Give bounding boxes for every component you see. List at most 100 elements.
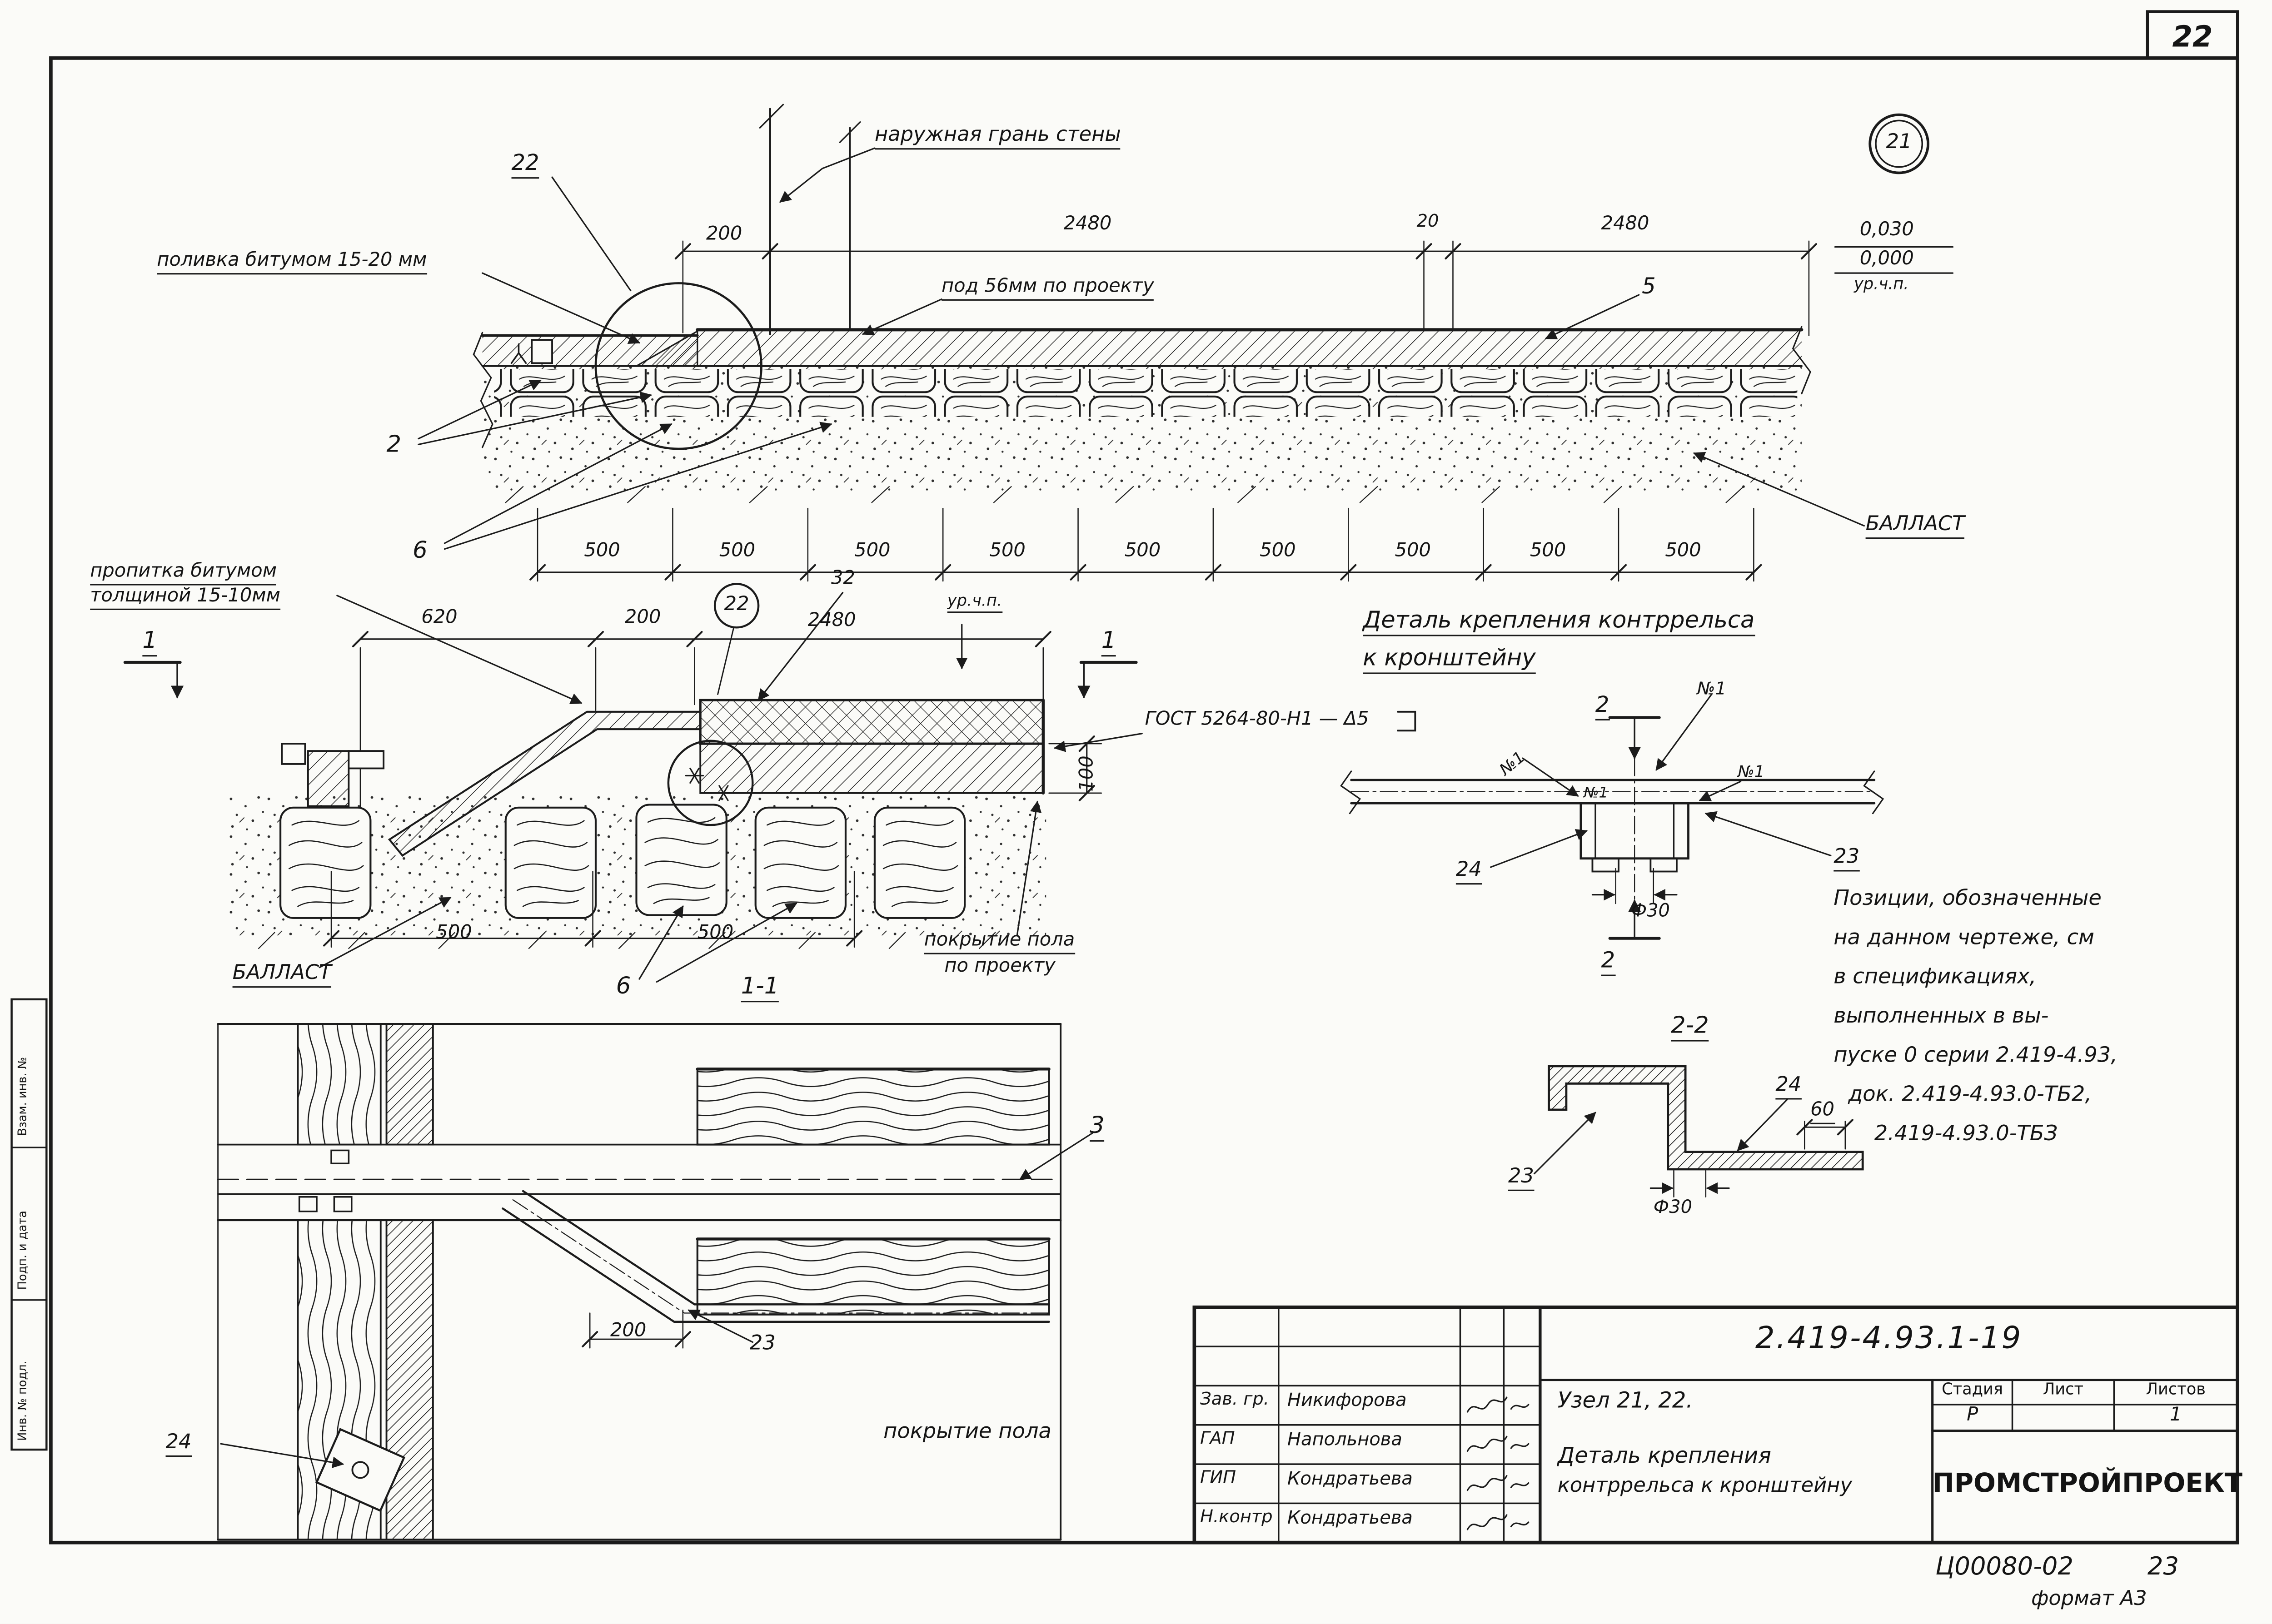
format-note: формат А3	[2031, 1587, 2147, 1611]
callout-6: 6	[413, 536, 428, 564]
doc-code: Ц00080-02	[1935, 1553, 2073, 1582]
dim-200: 200	[624, 607, 661, 629]
label-ballast-2: БАЛЛАСТ	[232, 962, 332, 988]
profile-dia-30: Ф30	[1653, 1195, 1693, 1217]
weld-note: ГОСТ 5264-80-Н1 — Δ5	[1145, 709, 1369, 731]
label-bitumen: поливка битумом 15-20 мм	[157, 250, 427, 275]
dim-32: 32	[831, 568, 855, 590]
top-view-linework	[418, 104, 1954, 573]
doc-page: 23	[2147, 1553, 2179, 1582]
callout-6-section: 6	[616, 972, 631, 999]
note-line: Позиции, обозначенные	[1834, 887, 2102, 911]
detail-bubble-21: 21	[1886, 130, 1912, 154]
profile-callout-23: 23	[1508, 1165, 1535, 1192]
frame-linework	[10, 10, 2239, 1545]
dim-200: 200	[706, 223, 742, 246]
section-title-2-2: 2-2	[1671, 1012, 1709, 1041]
dim-500-b: 500	[697, 922, 734, 944]
callout-22: 22	[511, 151, 539, 178]
role-label: ГИП	[1200, 1467, 1236, 1488]
sheets-header: Листов	[2146, 1380, 2206, 1399]
label-impregnation-2: толщиной 15-10мм	[90, 586, 280, 611]
section-title-1-1: 1-1	[741, 973, 779, 1002]
dim-20: 20	[1416, 210, 1439, 231]
plan-view-linework	[217, 1023, 1094, 1541]
drawing-number: 2.419-4.93.1-19	[1755, 1320, 2023, 1356]
person-name: Кондратьева	[1287, 1506, 1413, 1528]
level-mark: ур.ч.п.	[947, 592, 1002, 613]
section-mark-1-left: 1	[142, 627, 157, 656]
profile-callout-24: 24	[1775, 1073, 1802, 1100]
callout-3: 3	[1090, 1112, 1105, 1141]
pos-n1-c: №1	[1738, 762, 1765, 782]
node-title: Узел 21, 22.	[1557, 1387, 1693, 1414]
stamp-cell-label: Подп. и дата	[16, 1211, 29, 1290]
detail-name-1: Деталь крепления	[1557, 1442, 1772, 1469]
person-name: Напольнова	[1287, 1428, 1402, 1450]
dim-500: 500	[1124, 540, 1161, 562]
stamp-cell-label: Инв. № подл.	[16, 1361, 29, 1441]
stage-value: Р	[1967, 1404, 1978, 1426]
elev-high: 0,030	[1859, 219, 1914, 241]
dim-200-plan: 200	[610, 1320, 647, 1342]
label-impregnation-1: пропитка битумом	[90, 561, 277, 586]
section-mark-2-bottom: 2	[1601, 949, 1615, 976]
person-name: Кондратьева	[1287, 1467, 1413, 1489]
dim-100: 100	[1076, 755, 1099, 792]
section-view-linework	[123, 583, 1416, 983]
dim-500: 500	[584, 540, 620, 562]
dim-500: 500	[989, 540, 1026, 562]
label-floor-cover-2: по проекту	[944, 955, 1056, 978]
person-name: Никифорова	[1287, 1388, 1407, 1410]
detail-title-2: к кронштейну	[1363, 645, 1536, 674]
dim-500: 500	[719, 540, 756, 562]
stamp-cell-label: Взам. инв. №	[16, 1057, 29, 1136]
company-name: ПРОМСТРОЙПРОЕКТ	[1932, 1468, 2242, 1499]
dim-2480: 2480	[807, 610, 856, 632]
label-floor-cover-1: покрытие пола	[924, 930, 1075, 955]
dim-620: 620	[421, 607, 458, 629]
detail-bubble-22: 22	[724, 592, 749, 616]
section-mark-2-top: 2	[1595, 693, 1609, 720]
callout-24-plan: 24	[165, 1431, 192, 1458]
pos-n1-b: №1	[1584, 785, 1608, 802]
role-label: Н.контр	[1200, 1506, 1273, 1527]
stage-header: Стадия	[1942, 1380, 2003, 1399]
sheets-value: 1	[2170, 1404, 2182, 1426]
dim-2480-right: 2480	[1601, 214, 1649, 235]
note-line: на данном чертеже, см	[1834, 927, 2094, 950]
callout-23: 23	[1834, 845, 1860, 872]
note-line: в спецификациях,	[1834, 966, 2037, 989]
callout-24: 24	[1455, 859, 1482, 885]
sheet-header: Лист	[2043, 1380, 2084, 1399]
role-label: Зав. гр.	[1200, 1388, 1269, 1409]
elev-level: ур.ч.п.	[1854, 274, 1909, 293]
elev-zero: 0,000	[1859, 248, 1914, 270]
detail-title-1: Деталь крепления контррельса	[1363, 607, 1755, 636]
dim-500: 500	[1395, 540, 1431, 562]
signature-scribbles	[1466, 1396, 1530, 1530]
label-ballast: БАЛЛАСТ	[1865, 513, 1965, 540]
corner-page-number: 22	[2172, 19, 2213, 54]
note-line: 2.419-4.93.0-ТБЗ	[1874, 1122, 2058, 1146]
dim-2480-left: 2480	[1063, 214, 1112, 235]
label-under56: под 56мм по проекту	[941, 276, 1154, 301]
note-line: док. 2.419-4.93.0-ТБ2,	[1848, 1083, 2092, 1107]
title-block-linework	[1192, 1305, 2239, 1545]
dim-500: 500	[1530, 540, 1566, 562]
dia-30: Ф30	[1631, 899, 1670, 921]
dim-500-a: 500	[436, 922, 472, 944]
note-line: пуске 0 серии 2.419-4.93,	[1834, 1044, 2118, 1068]
dim-500: 500	[854, 540, 891, 562]
detail-name-2: контррельса к кронштейну	[1557, 1474, 1852, 1498]
callout-5: 5	[1642, 273, 1656, 299]
note-line: выполненных в вы-	[1834, 1005, 2049, 1028]
role-label: ГАП	[1200, 1428, 1235, 1448]
dim-500: 500	[1665, 540, 1701, 562]
callout-23-plan: 23	[749, 1332, 776, 1356]
callout-2: 2	[386, 430, 402, 458]
bracket-detail-linework	[1340, 693, 1884, 1198]
